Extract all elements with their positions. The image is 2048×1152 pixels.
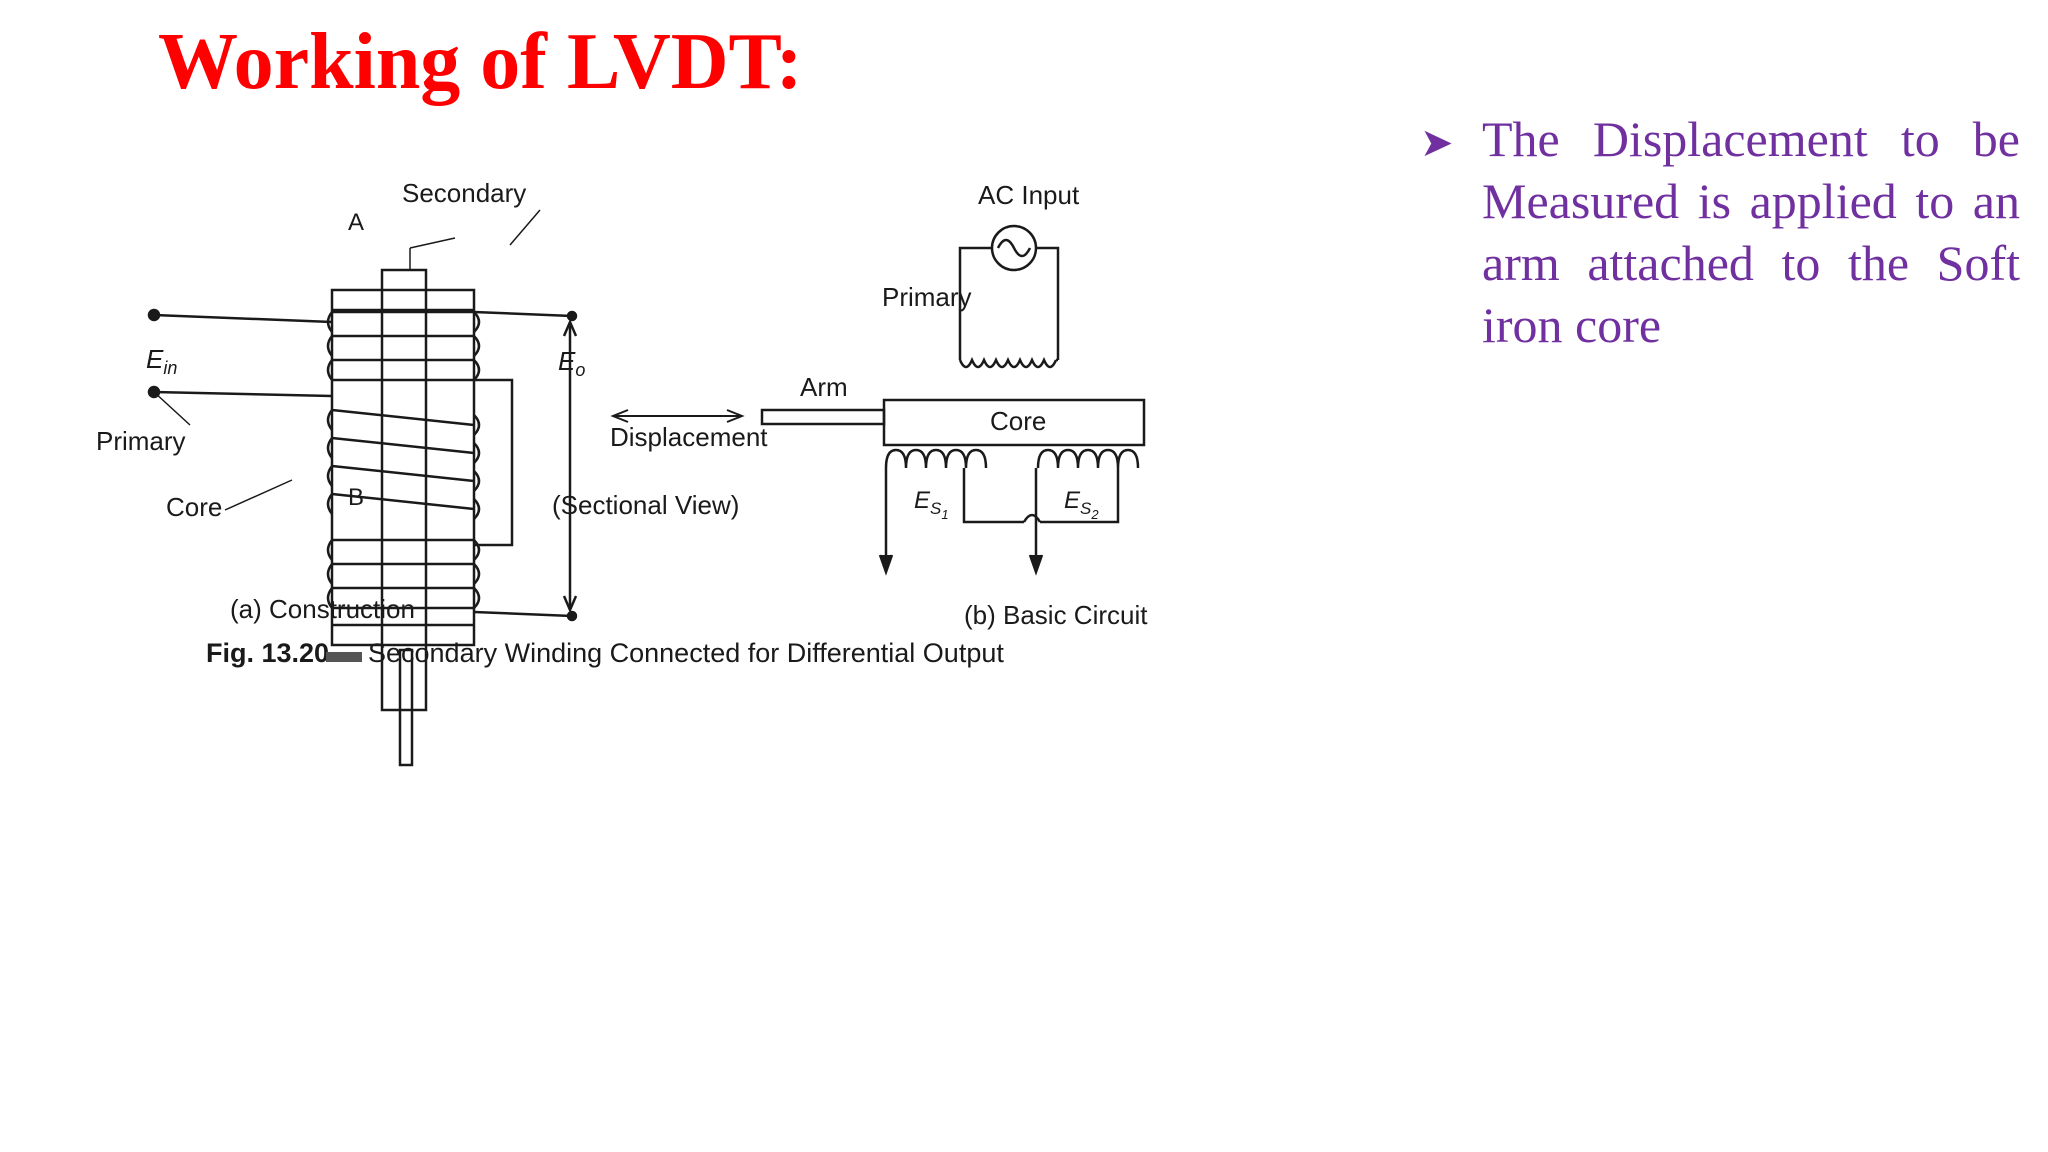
bullet-text: The Displacement to be Measured is appli… — [1482, 111, 2020, 353]
label-primary-right: Primary — [882, 282, 972, 312]
primary-winding-icon — [958, 356, 1058, 369]
input-lead-top — [153, 313, 333, 324]
label-a: A — [348, 209, 364, 236]
primary-wire-left — [958, 246, 992, 360]
core-bar — [882, 398, 1146, 447]
core-rod — [380, 268, 428, 712]
core-leader — [224, 479, 293, 511]
primary-coil — [326, 408, 481, 520]
label-e-o: Eo — [558, 346, 585, 380]
fig-number: Fig. 13.20 — [206, 638, 329, 668]
series-wire — [962, 468, 1024, 524]
label-arm: Arm — [800, 372, 848, 402]
primary-wire-right — [1036, 246, 1060, 360]
secondary-link-wire — [474, 378, 514, 547]
label-primary-left: Primary — [96, 426, 186, 456]
label-displacement: Displacement — [610, 422, 768, 452]
label-sectional-view: (Sectional View) — [552, 490, 739, 520]
label-b: B — [348, 484, 364, 511]
output-lead-top — [473, 310, 573, 318]
sine-wave-icon — [996, 238, 1032, 258]
label-core-right: Core — [990, 406, 1046, 436]
primary-leader — [153, 391, 191, 426]
displacement-arrow — [610, 409, 745, 423]
arm-rod — [760, 408, 886, 426]
output-lead-bottom — [473, 610, 573, 618]
label-e-in: Ein — [146, 344, 177, 378]
bullet-point: ➤ The Displacement to be Measured is app… — [1420, 108, 2020, 356]
label-core-left: Core — [166, 492, 222, 522]
input-lead-bottom — [153, 390, 333, 398]
slide-title: Working of LVDT: — [158, 18, 803, 106]
label-ac-input: AC Input — [978, 180, 1080, 210]
label-secondary: Secondary — [402, 178, 526, 208]
secondary-coil-bottom — [326, 538, 481, 610]
fig-separator-icon — [326, 652, 362, 662]
lvdt-basic-circuit — [760, 224, 1146, 576]
core-stem — [398, 648, 414, 767]
lvdt-construction — [147, 209, 578, 767]
label-es1: ES1 — [914, 487, 949, 522]
arrow-bullet-icon: ➤ — [1420, 120, 1454, 165]
secondary-winding-2-icon — [1036, 448, 1140, 469]
caption-basic-circuit: (b) Basic Circuit — [964, 600, 1148, 630]
secondary-winding-1-icon — [884, 448, 988, 469]
series-wire-right — [1040, 468, 1120, 524]
secondary-leader — [509, 209, 541, 246]
label-es2: ES2 — [1064, 487, 1099, 522]
wire-crossover — [1022, 513, 1042, 523]
fig-caption: Secondary Winding Connected for Differen… — [368, 638, 1004, 668]
caption-construction: (a) Construction — [230, 594, 415, 624]
lvdt-diagram: Secondary A B Ein Eo Primary Core Displa… — [96, 178, 1148, 767]
secondary-coil-top — [326, 310, 481, 382]
